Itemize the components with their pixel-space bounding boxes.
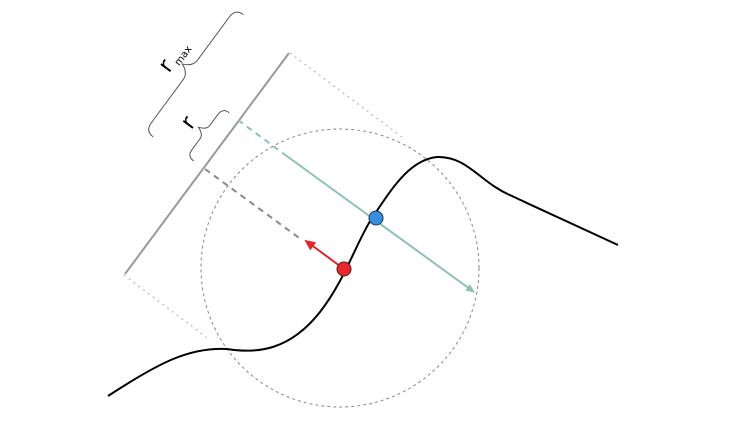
r-max-brace	[148, 11, 244, 138]
r-max-label: r max	[154, 44, 195, 77]
sensor-line	[124, 52, 290, 275]
ray-dashed-segment	[237, 119, 285, 155]
normal-arrow	[304, 239, 345, 270]
r-brace	[189, 110, 230, 162]
guide-line-top	[289, 52, 403, 138]
r-label-text: r	[176, 111, 202, 134]
projection-line	[204, 168, 303, 241]
blue-point	[368, 210, 384, 226]
guide-line-bottom	[123, 274, 211, 341]
red-point	[336, 261, 352, 277]
range-circle	[200, 128, 480, 408]
r-label: r	[176, 111, 202, 134]
